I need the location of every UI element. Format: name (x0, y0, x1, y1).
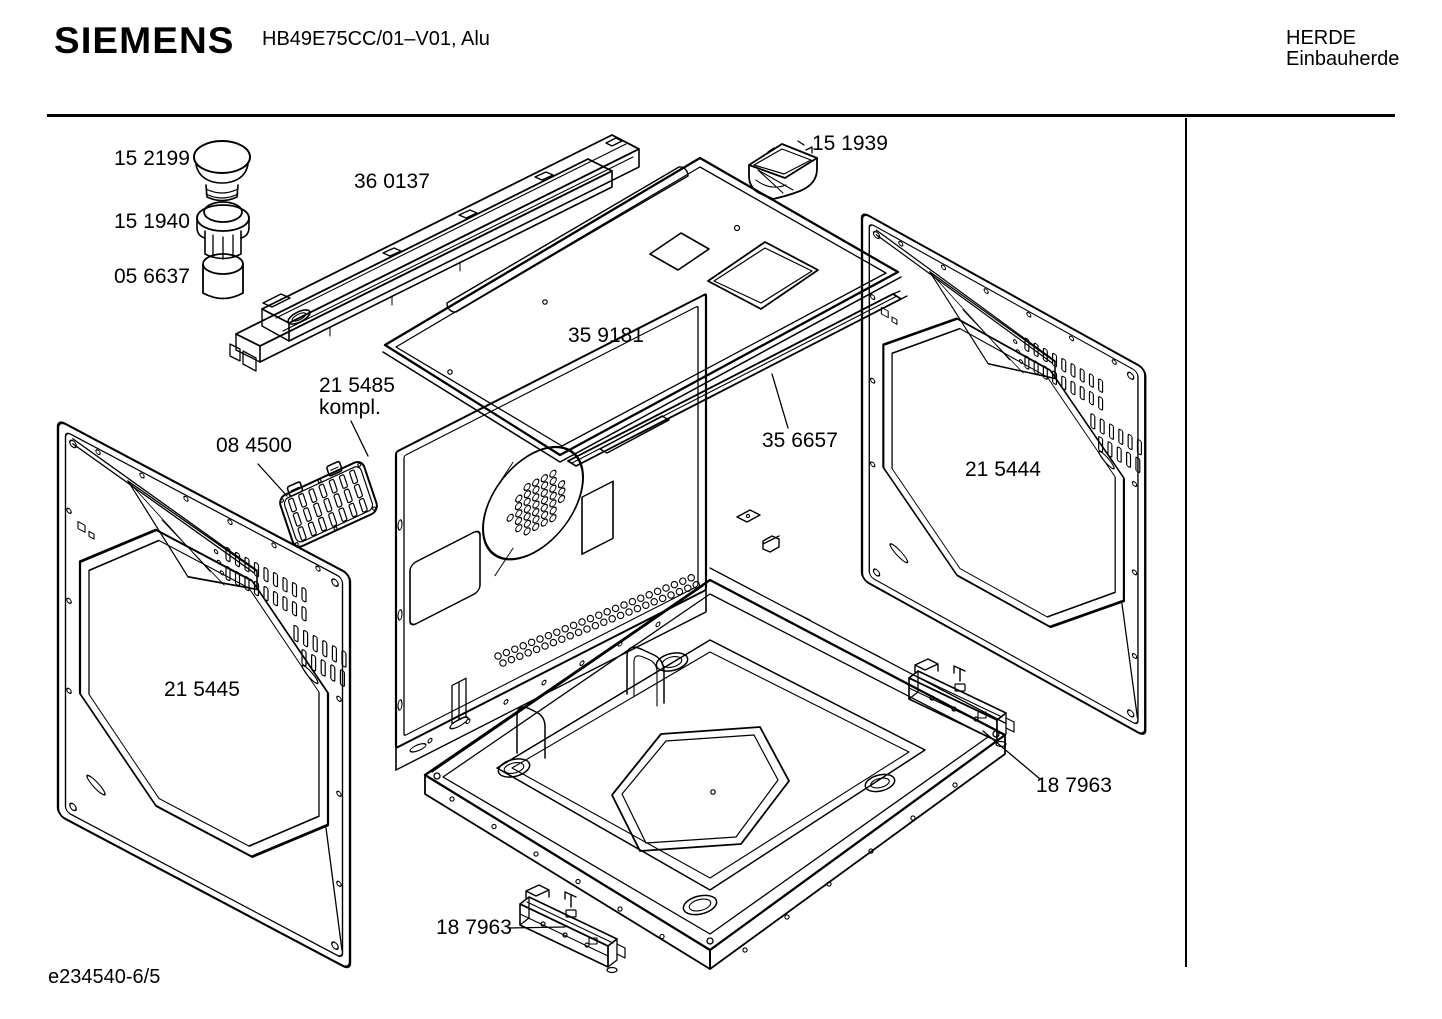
part-label-215445: 21 5445 (164, 678, 240, 701)
siemens-logo: SIEMENS (54, 20, 235, 61)
fan-perforation (506, 469, 566, 536)
part-label-356657: 35 6657 (762, 429, 838, 452)
part-drawing-360137 (229, 134, 640, 372)
part-label-151939: 15 1939 (812, 132, 888, 155)
fastening-clips (736, 509, 780, 553)
document-reference: e234540-6/5 (48, 966, 161, 988)
part-label-187963-bottom: 18 7963 (436, 916, 512, 939)
part-drawing-084500 (279, 460, 378, 548)
part-label-084500: 08 4500 (216, 434, 292, 457)
part-drawing-215485 (394, 293, 708, 771)
part-label-187963-right: 18 7963 (1036, 774, 1112, 797)
part-drawing-151939 (748, 140, 818, 200)
model-title: HB49E75CC/01–V01, Alu (262, 28, 490, 50)
part-label-152199: 15 2199 (114, 147, 190, 170)
right-divider-rule (1185, 118, 1187, 967)
rear-wall-vent-holes (494, 574, 700, 667)
part-label-215485-line2: kompl. (319, 396, 381, 419)
category-line2: Einbauherde (1286, 48, 1400, 70)
part-drawing-187963-bottom (519, 884, 626, 974)
category-block: HERDE Einbauherde (1286, 28, 1399, 70)
part-label-151940: 15 1940 (114, 210, 190, 233)
part-drawing-356657 (567, 290, 908, 467)
part-label-215444: 21 5444 (965, 458, 1041, 481)
leader-lines (257, 373, 1041, 929)
header-rule (47, 114, 1395, 117)
part-drawing-bottom-pan (423, 567, 1007, 970)
part-label-215485: 21 5485 kompl. (319, 375, 395, 419)
category-line1: HERDE (1286, 27, 1357, 49)
part-drawing-152199 (193, 140, 251, 202)
part-label-359181: 35 9181 (568, 324, 644, 347)
part-drawing-359181 (382, 156, 902, 463)
part-drawing-056637 (202, 253, 244, 300)
part-drawing-187963-right (908, 658, 1015, 748)
part-label-360137: 36 0137 (354, 170, 430, 193)
part-drawing-151940 (196, 201, 250, 260)
pan-bosses (497, 652, 896, 916)
part-label-056637: 05 6637 (114, 265, 190, 288)
part-label-215485-line1: 21 5485 (319, 374, 395, 397)
